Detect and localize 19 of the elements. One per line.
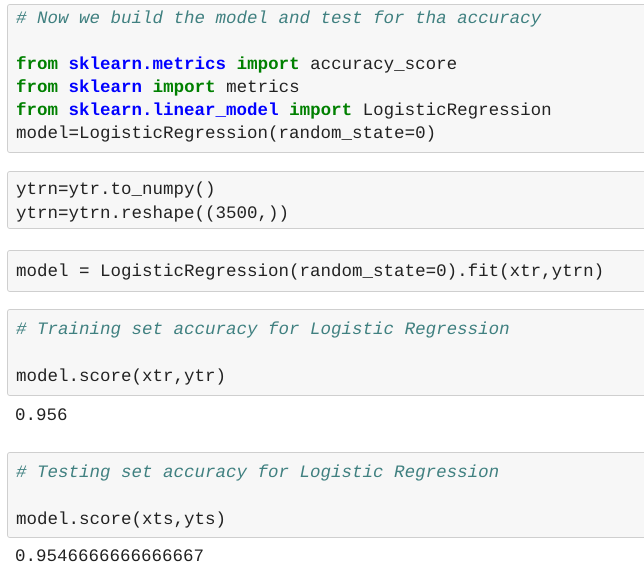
code-cell — [7, 171, 644, 229]
code-cell — [7, 250, 644, 292]
cell-output: 0.9546666666666667 — [15, 546, 204, 568]
code-line: model.score(xtr,ytr) — [16, 366, 226, 388]
code-comment: # Testing set accuracy for Logistic Regression — [16, 462, 500, 484]
code-comment: # Now we build the model and test for tha accuracy — [16, 8, 542, 30]
code-cell — [7, 4, 644, 153]
code-line: ytrn=ytrn.reshape((3500,)) — [16, 203, 290, 225]
code-line: from sklearn.linear_model import LogisticRegression — [16, 100, 552, 122]
code-line: model = LogisticRegression(random_state=0).fit(xtr,ytrn) — [16, 261, 604, 283]
code-cell — [7, 309, 644, 396]
code-line: model.score(xts,yts) — [16, 509, 226, 531]
code-comment: # Training set accuracy for Logistic Regression — [16, 319, 510, 341]
code-line: ytrn=ytr.to_numpy() — [16, 179, 216, 201]
code-cell — [7, 452, 644, 538]
cell-output: 0.956 — [15, 405, 68, 427]
code-line: from sklearn import metrics — [16, 77, 300, 99]
code-line: from sklearn.metrics import accuracy_score — [16, 54, 458, 76]
code-line: model=LogisticRegression(random_state=0) — [16, 123, 436, 145]
